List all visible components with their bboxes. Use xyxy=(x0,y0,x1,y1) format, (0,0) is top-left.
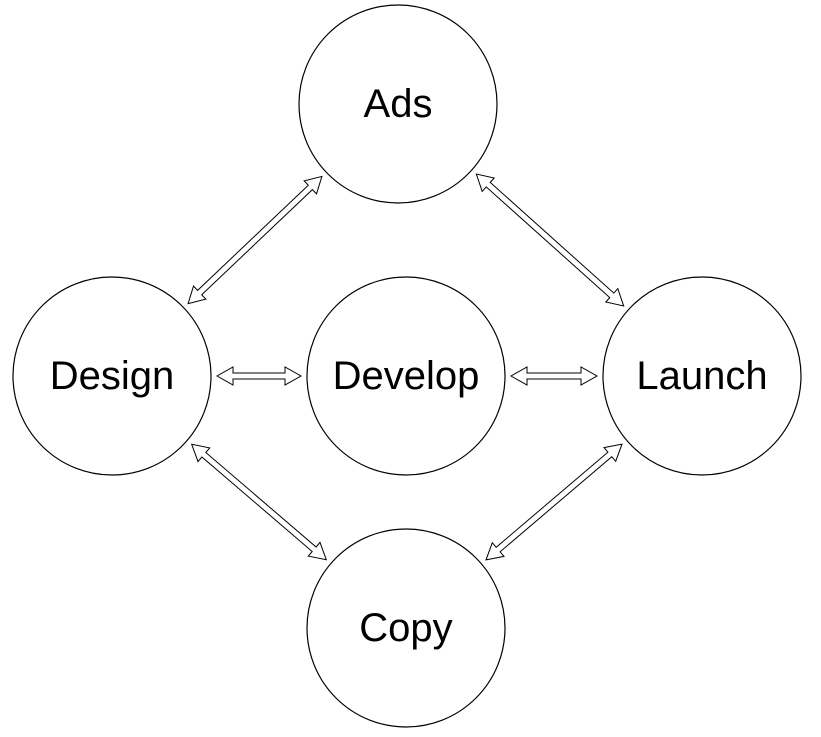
node-ads-label: Ads xyxy=(364,82,433,126)
node-develop-circle xyxy=(306,276,506,476)
node-ads-circle xyxy=(298,4,498,204)
node-launch-circle xyxy=(602,276,802,476)
node-copy-label: Copy xyxy=(359,606,452,650)
node-launch: Launch xyxy=(602,276,802,476)
node-ads: Ads xyxy=(298,4,498,204)
node-launch-label: Launch xyxy=(636,354,767,398)
double-arrow-ads-launch xyxy=(475,173,625,307)
double-arrow-develop-launch xyxy=(509,366,599,386)
node-copy: Copy xyxy=(306,528,506,728)
double-arrow-design-copy xyxy=(190,443,328,561)
node-design-label: Design xyxy=(50,354,175,398)
connectors-layer xyxy=(187,173,625,561)
node-copy-circle xyxy=(306,528,506,728)
node-develop: Develop xyxy=(306,276,506,476)
node-develop-label: Develop xyxy=(333,354,480,398)
node-design: Design xyxy=(12,276,212,476)
double-arrow-design-develop xyxy=(215,366,303,386)
double-arrow-copy-launch xyxy=(485,443,623,561)
node-design-circle xyxy=(12,276,212,476)
double-arrow-design-ads xyxy=(187,175,323,305)
